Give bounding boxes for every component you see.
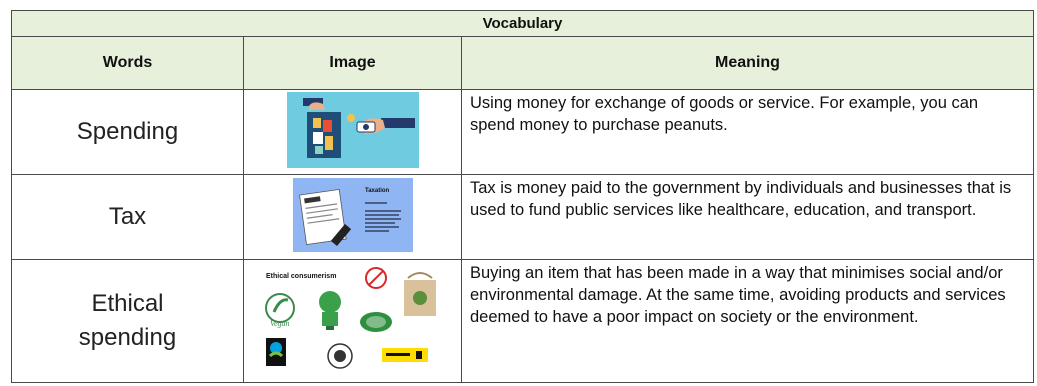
- image-cell-ethical-spending: Ethical consumerism Vegan: [243, 259, 462, 383]
- table-header-row: Words Image Meaning: [11, 36, 1034, 90]
- vocabulary-table: Vocabulary Words Image Meaning Spending: [11, 10, 1034, 383]
- header-words: Words: [11, 36, 244, 90]
- header-meaning: Meaning: [461, 36, 1034, 90]
- image-cell-spending: [243, 89, 462, 175]
- ethical-consumerism-title: Ethical consumerism: [266, 273, 336, 280]
- image-cell-tax: Taxation: [243, 174, 462, 260]
- table-title: Vocabulary: [11, 10, 1034, 37]
- taxation-title: Taxation: [365, 188, 390, 194]
- word-tax: Tax: [11, 174, 244, 260]
- vocabulary-table-wrapper: Vocabulary Words Image Meaning Spending: [11, 10, 1034, 383]
- meaning-spending: Using money for exchange of goods or ser…: [461, 89, 1034, 175]
- svg-text:Vegan: Vegan: [270, 319, 290, 328]
- word-ethical-spending: Ethical spending: [11, 259, 244, 383]
- table-row: Spending: [11, 89, 1034, 175]
- word-spending: Spending: [11, 89, 244, 175]
- taxation-document-icon: Taxation: [292, 177, 413, 252]
- meaning-ethical-spending: Buying an item that has been made in a w…: [461, 259, 1034, 383]
- table-row: Ethical spending Ethical consumerism: [11, 259, 1034, 383]
- word-ethical-line1: Ethical: [91, 290, 164, 317]
- shopping-bag-and-money-icon: [286, 91, 419, 168]
- table-row: Tax Taxation: [11, 174, 1034, 260]
- meaning-tax: Tax is money paid to the government by i…: [461, 174, 1034, 260]
- ethical-consumerism-logos-icon: Ethical consumerism Vegan: [257, 263, 448, 374]
- header-image: Image: [243, 36, 462, 90]
- word-ethical-line2: spending: [78, 324, 177, 351]
- table-title-row: Vocabulary: [11, 10, 1034, 37]
